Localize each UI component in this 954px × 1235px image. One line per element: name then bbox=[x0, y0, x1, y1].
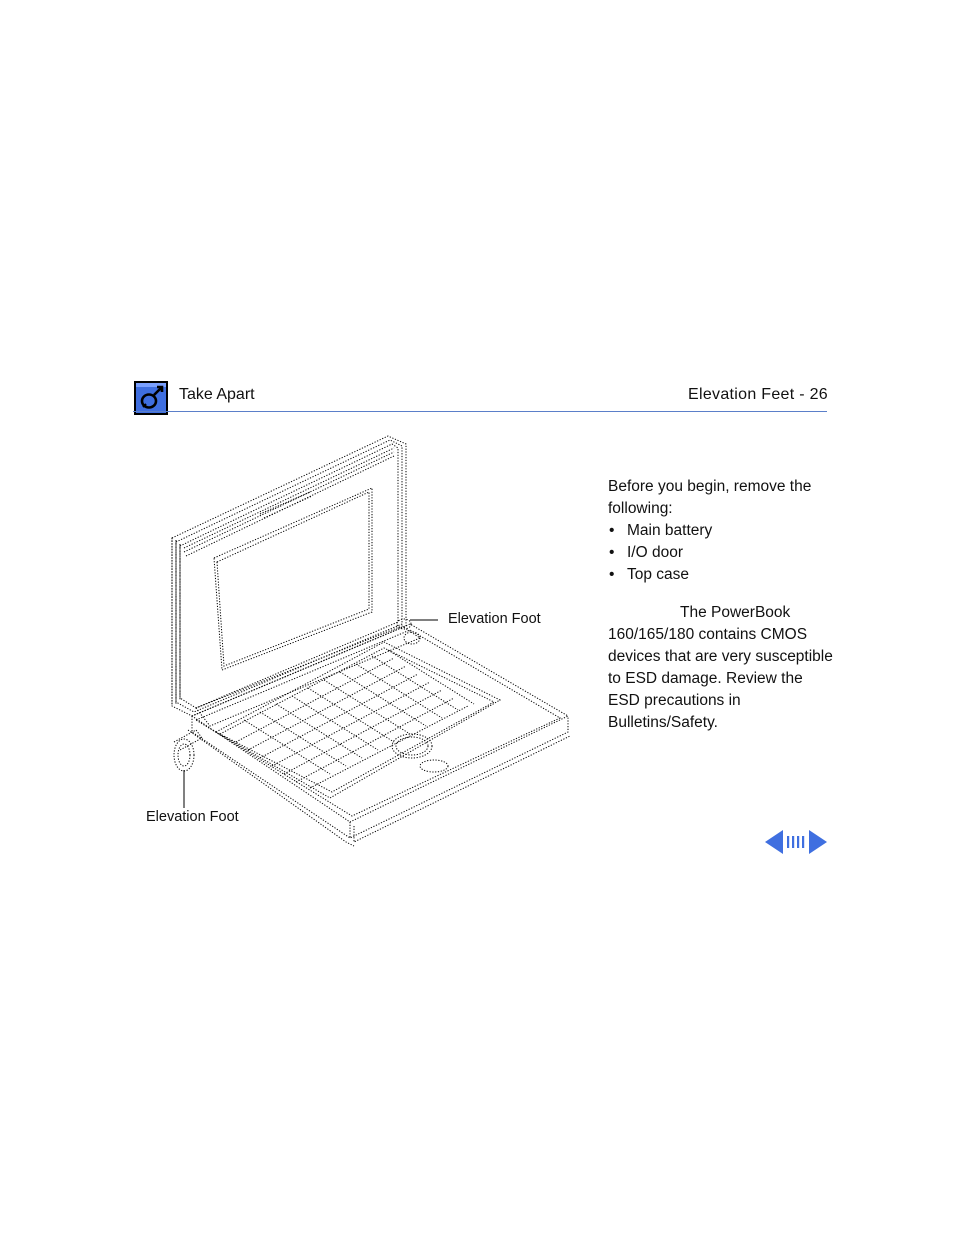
page-index-icon[interactable] bbox=[786, 830, 806, 854]
page-header: Take Apart Elevation Feet - 26 bbox=[133, 380, 828, 415]
trackball bbox=[391, 733, 433, 759]
page-navigation bbox=[765, 830, 827, 854]
prerequisite-list: Main battery I/O door Top case bbox=[608, 520, 833, 586]
base-top bbox=[190, 623, 570, 823]
section-title: Take Apart bbox=[179, 386, 255, 403]
base-front bbox=[349, 716, 569, 839]
left-arrow-icon[interactable] bbox=[765, 830, 783, 854]
elevation-foot-front bbox=[173, 738, 195, 772]
take-apart-icon bbox=[134, 381, 168, 415]
instructions: Before you begin, remove the following: … bbox=[608, 476, 833, 734]
lid-outer bbox=[171, 435, 407, 717]
right-arrow-icon[interactable] bbox=[809, 830, 827, 854]
intro-text: Before you begin, remove the following: bbox=[608, 478, 812, 517]
list-item: I/O door bbox=[608, 542, 833, 564]
callout-elevation-foot-front: Elevation Foot bbox=[146, 809, 239, 825]
header-rule bbox=[133, 411, 827, 412]
caution-text: The PowerBook 160/165/180 contains CMOS … bbox=[608, 604, 833, 731]
page-title: Elevation Feet - 26 bbox=[688, 386, 828, 403]
elevation-foot-rear bbox=[396, 618, 412, 630]
list-item: Top case bbox=[608, 564, 833, 586]
callout-elevation-foot-rear: Elevation Foot bbox=[448, 611, 541, 627]
keyboard bbox=[214, 641, 502, 799]
list-item: Main battery bbox=[608, 520, 833, 542]
screen-area bbox=[213, 487, 373, 671]
powerbook-illustration bbox=[171, 435, 571, 847]
